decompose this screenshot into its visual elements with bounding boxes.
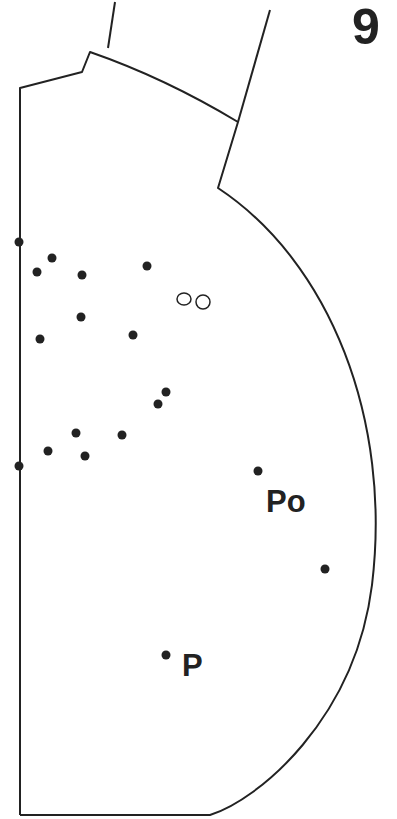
seta-dot: [143, 262, 152, 271]
seta-dot: [162, 388, 171, 397]
seta-label: Po: [266, 486, 306, 517]
seta-dot: [162, 651, 171, 660]
seta-dot: [77, 313, 86, 322]
seta-dot: [15, 462, 24, 471]
seta-dot: [72, 429, 81, 438]
seta-dot: [15, 238, 24, 247]
ocellus: [196, 295, 210, 309]
seta-dot: [33, 268, 42, 277]
seta-dot: [78, 271, 87, 280]
seta-label: P: [182, 650, 203, 681]
head-outline: [20, 52, 376, 815]
seta-dot: [48, 254, 57, 263]
seta-dot: [44, 447, 53, 456]
seta-dot: [118, 431, 127, 440]
neck-line: [108, 2, 115, 48]
figure-number: 9: [352, 2, 380, 52]
seta-dot: [254, 467, 263, 476]
setae: [15, 238, 330, 660]
neck-line: [238, 10, 270, 122]
seta-dot: [81, 452, 90, 461]
seta-dot: [154, 400, 163, 409]
ocellus: [177, 293, 191, 305]
seta-dot: [129, 331, 138, 340]
seta-dot: [321, 565, 330, 574]
seta-dot: [36, 335, 45, 344]
